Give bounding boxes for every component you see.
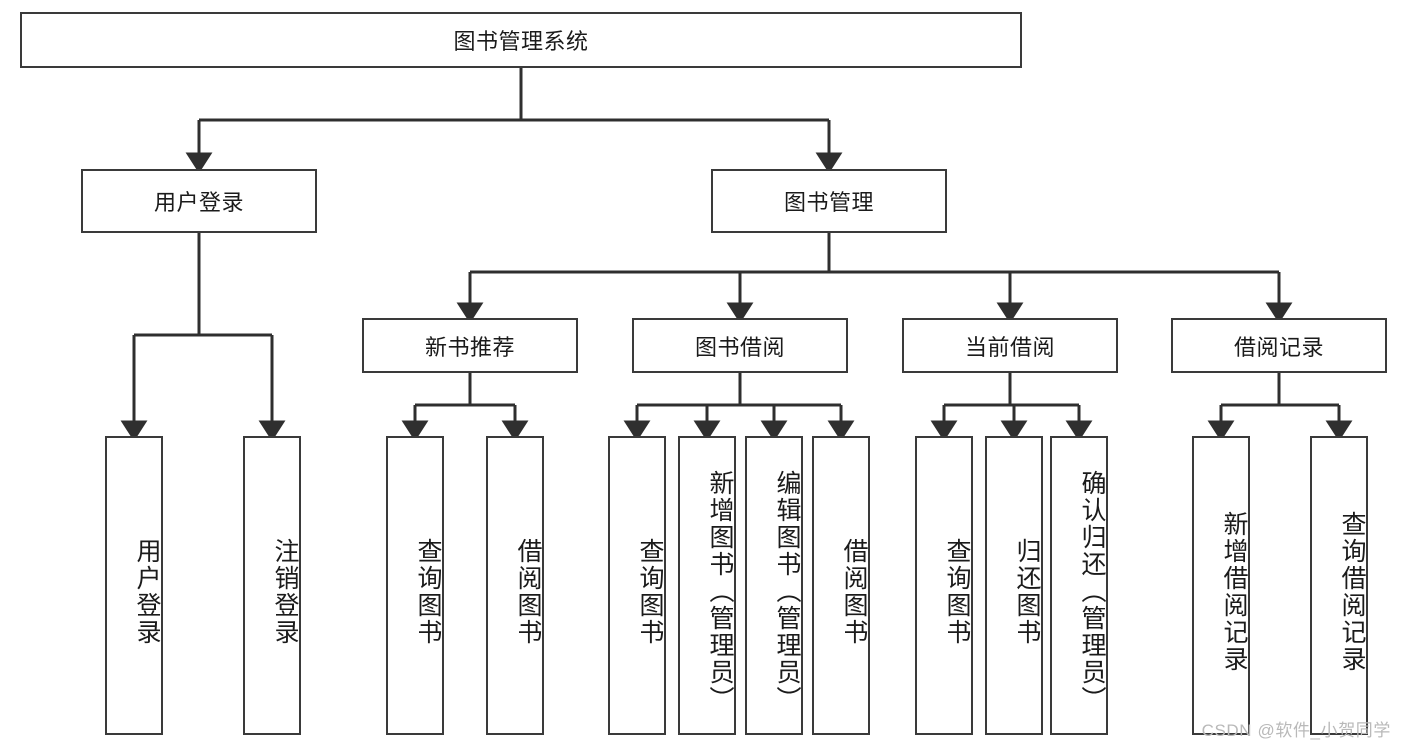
node-leaf-label: 查询图书: [414, 537, 442, 646]
node-leaf[interactable]: 注销登录: [243, 436, 301, 735]
node-current-borrow-label: 当前借阅: [964, 334, 1055, 360]
node-leaf-label: 新增借阅记录: [1220, 510, 1248, 673]
node-leaf[interactable]: 归还图书: [985, 436, 1043, 735]
node-current-borrow[interactable]: 当前借阅: [902, 318, 1118, 373]
node-leaf-label: 确认归还（管理员）: [1078, 470, 1106, 713]
node-book-management[interactable]: 图书管理: [711, 169, 947, 233]
node-leaf[interactable]: 借阅图书: [486, 436, 544, 735]
node-leaf-label: 用户登录: [133, 537, 161, 646]
node-leaf[interactable]: 查询借阅记录: [1310, 436, 1368, 735]
node-leaf[interactable]: 查询图书: [386, 436, 444, 735]
node-new-book-recommend-label: 新书推荐: [424, 334, 515, 360]
node-root-system[interactable]: 图书管理系统: [20, 12, 1022, 68]
node-leaf-label: 编辑图书（管理员）: [773, 470, 801, 713]
node-leaf-label: 查询图书: [943, 537, 971, 646]
node-leaf[interactable]: 用户登录: [105, 436, 163, 735]
node-leaf[interactable]: 确认归还（管理员）: [1050, 436, 1108, 735]
node-book-borrow-label: 图书借阅: [694, 334, 785, 360]
node-leaf[interactable]: 编辑图书（管理员）: [745, 436, 803, 735]
node-user-login[interactable]: 用户登录: [81, 169, 317, 233]
node-leaf-label: 查询借阅记录: [1338, 510, 1366, 673]
node-book-management-label: 图书管理: [783, 190, 874, 215]
node-leaf[interactable]: 新增图书（管理员）: [678, 436, 736, 735]
node-leaf[interactable]: 借阅图书: [812, 436, 870, 735]
node-root-label: 图书管理系统: [453, 29, 589, 54]
node-borrow-records[interactable]: 借阅记录: [1171, 318, 1387, 373]
node-leaf[interactable]: 查询图书: [608, 436, 666, 735]
node-leaf[interactable]: 新增借阅记录: [1192, 436, 1250, 735]
node-leaf-label: 借阅图书: [840, 537, 868, 646]
node-leaf-label: 注销登录: [271, 537, 299, 646]
node-borrow-records-label: 借阅记录: [1233, 334, 1324, 360]
node-leaf-label: 归还图书: [1013, 537, 1041, 646]
node-leaf[interactable]: 查询图书: [915, 436, 973, 735]
node-leaf-label: 新增图书（管理员）: [706, 470, 734, 713]
node-leaf-label: 查询图书: [636, 537, 664, 646]
node-leaf-label: 借阅图书: [514, 537, 542, 646]
csdn-watermark: CSDN @软件_小贺同学: [1201, 721, 1391, 740]
node-new-book-recommend[interactable]: 新书推荐: [362, 318, 578, 373]
node-book-borrow[interactable]: 图书借阅: [632, 318, 848, 373]
node-user-login-label: 用户登录: [153, 190, 244, 215]
